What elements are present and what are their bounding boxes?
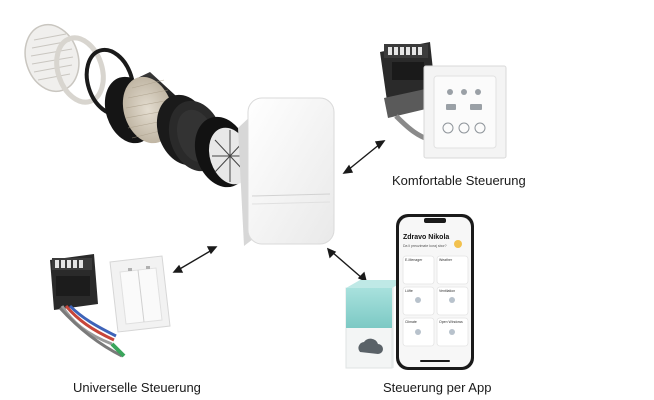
ventilation-unit-exploded: [24, 23, 335, 246]
seal-ring: [54, 35, 106, 105]
app-tile-label: Weather: [439, 258, 453, 262]
universal-control-device: [50, 254, 171, 358]
app-tile-label: Lüfte: [405, 289, 413, 293]
app-control-device: [345, 214, 474, 370]
wire-bundle: [58, 304, 126, 358]
cloud-icon: [358, 338, 383, 354]
outer-grille: [24, 23, 80, 93]
double-arrow-icon: [172, 140, 386, 283]
app-tile-label: Open Windows: [439, 320, 463, 324]
inner-panel: [238, 97, 335, 246]
app-tile-label: Ventilation: [439, 289, 456, 293]
control-module: [50, 254, 98, 310]
app-tile-label: Climate: [405, 320, 417, 324]
weather-icon: [454, 240, 462, 248]
app-tile-label: E-Menager: [405, 258, 423, 262]
comfort-control-device: [380, 42, 507, 159]
comfort-switch-panel: [423, 65, 507, 159]
wifi-gateway-cube: [345, 280, 406, 369]
control-module: [380, 42, 436, 118]
universal-switch-panel: [109, 255, 171, 333]
phone-subtitle: Da li preuzimate koraj sbor?: [403, 244, 447, 248]
phone-greeting: Zdravo Nikola: [403, 234, 450, 241]
smartphone: [396, 214, 474, 370]
caption-universal-control: Universelle Steuerung: [73, 380, 201, 395]
caption-app-control: Steuerung per App: [383, 380, 492, 395]
caption-comfort-control: Komfortable Steuerung: [392, 173, 526, 188]
